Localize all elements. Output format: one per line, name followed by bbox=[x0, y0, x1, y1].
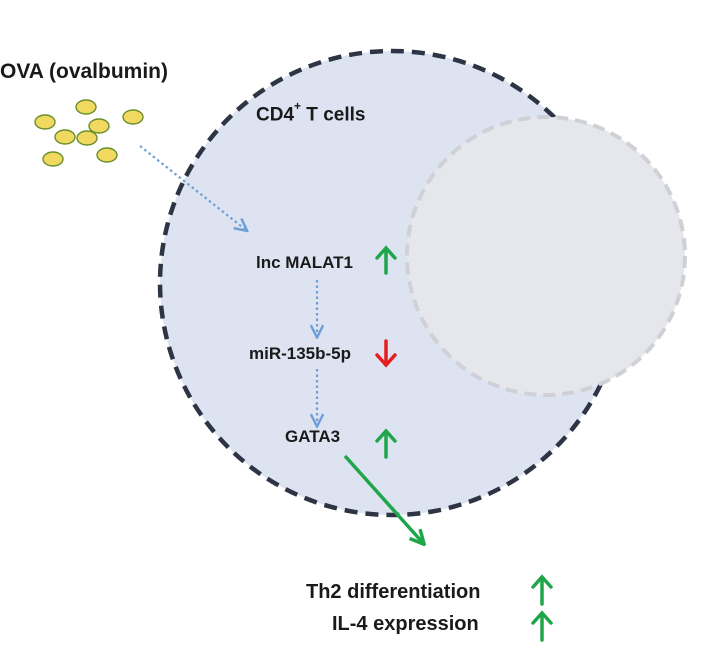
ova-particle bbox=[122, 109, 144, 125]
ova-to-malat1-arrow bbox=[139, 145, 246, 230]
mir-label: miR-135b-5p bbox=[249, 344, 352, 363]
malat1-up-arrow-icon bbox=[375, 245, 397, 275]
malat1-label: lnc MALAT1 bbox=[256, 253, 353, 272]
ova-particle bbox=[96, 147, 118, 163]
ova-particle bbox=[76, 130, 98, 146]
ova-particle bbox=[88, 118, 110, 134]
cell-label-main: CD4 bbox=[256, 104, 295, 126]
nucleus bbox=[405, 115, 687, 397]
gata3-up-arrow-icon bbox=[375, 428, 397, 459]
cell-label-suffix: T cells bbox=[301, 104, 366, 126]
gata3-to-outcome-arrow bbox=[343, 454, 423, 543]
il4-up-arrow-icon bbox=[531, 610, 553, 642]
ova-particles bbox=[34, 99, 144, 167]
gata3-label: GATA3 bbox=[285, 427, 341, 446]
ova-particle bbox=[54, 129, 76, 145]
ova-particle bbox=[34, 114, 56, 130]
th2-label: Th2 differentiation bbox=[306, 581, 481, 603]
cell-label: CD4+ T cells bbox=[256, 100, 366, 126]
ova-particle bbox=[42, 151, 64, 167]
antigen-label: OVA (ovalbumin) bbox=[0, 60, 168, 83]
il4-label: IL-4 expression bbox=[332, 613, 479, 635]
ova-particle bbox=[75, 99, 97, 115]
th2-up-arrow-icon bbox=[531, 574, 553, 606]
cell-label-sup: + bbox=[294, 99, 302, 113]
mir-down-arrow-icon bbox=[375, 339, 397, 368]
